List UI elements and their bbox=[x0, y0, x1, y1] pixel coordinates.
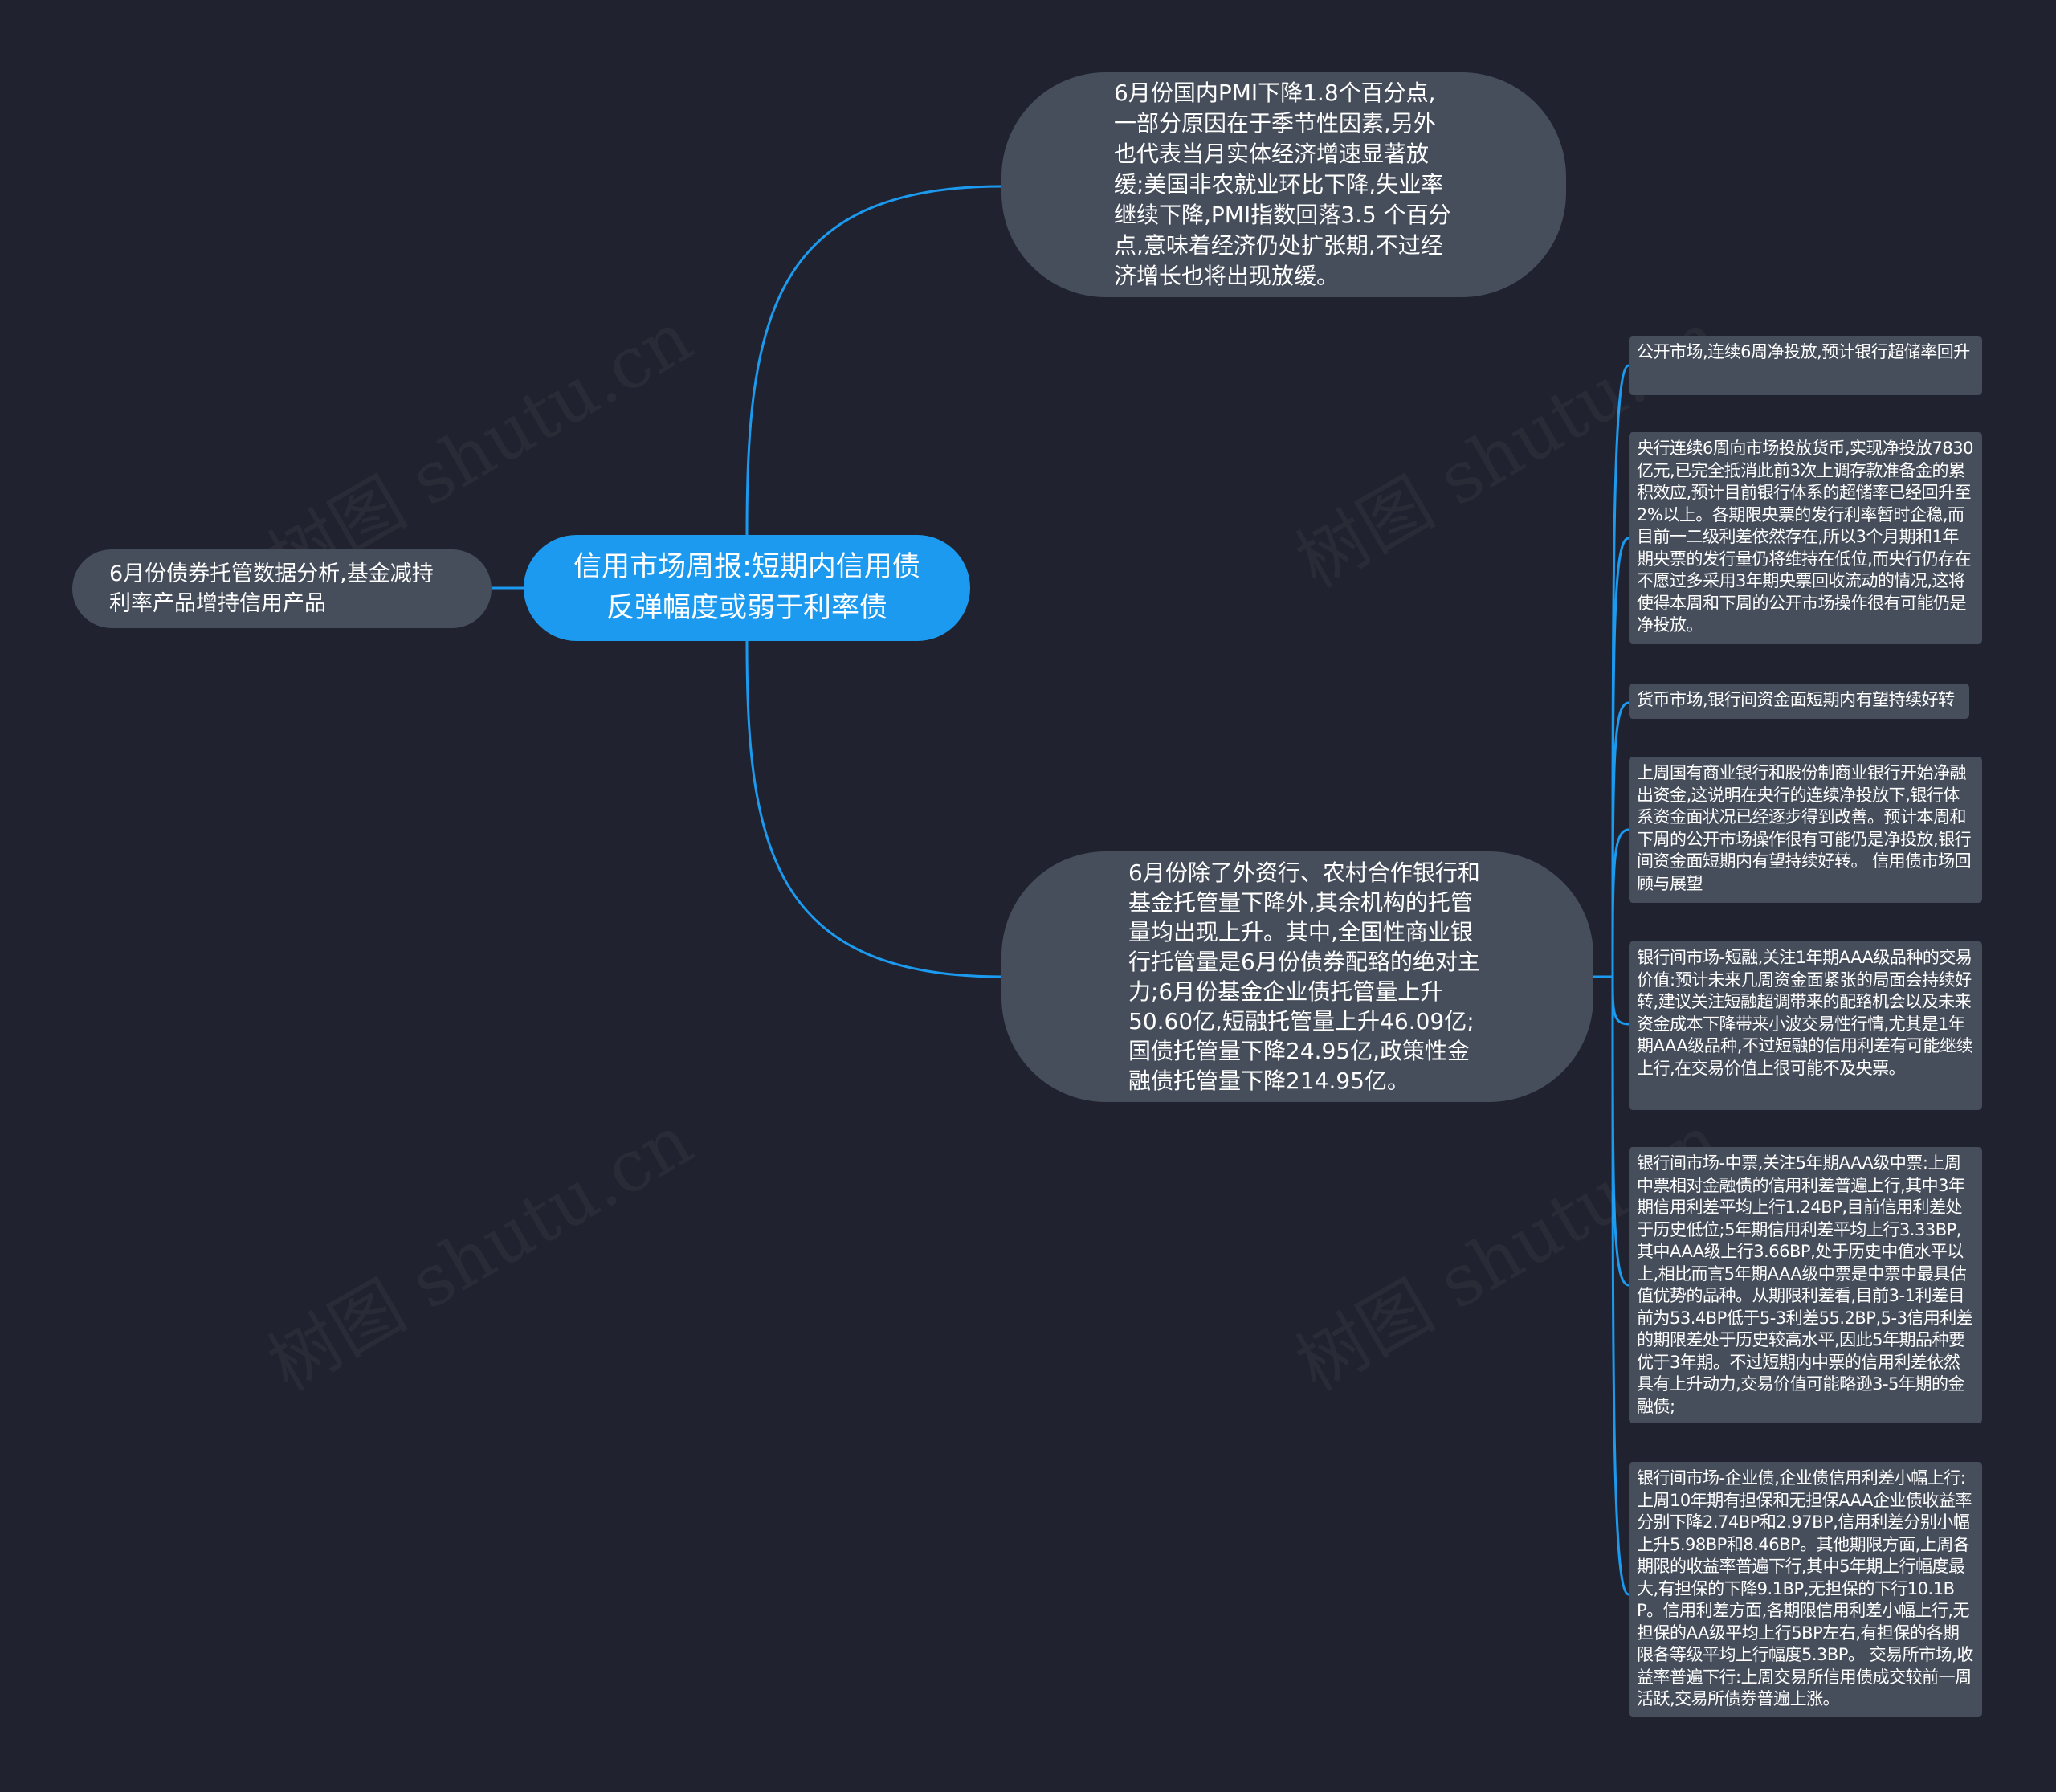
link-root-top bbox=[745, 185, 1002, 536]
leaf-label: 银行间市场-企业债,企业债信用利差小幅上行:上周10年期有担保和无担保AAA企业… bbox=[1637, 1468, 1973, 1708]
leaf-label: 银行间市场-短融,关注1年期AAA级品种的交易价值:预计未来几周资金面紧张的局面… bbox=[1637, 948, 1972, 1078]
link-leaf-7 bbox=[1611, 976, 1630, 1596]
branch-label: 6月份债券托管数据分析,基金减持利率产品增持信用产品 bbox=[109, 561, 434, 616]
branch-custody-detail[interactable]: 6月份除了外资行、农村合作银行和基金托管量下降外,其余机构的托管量均出现上升。其… bbox=[1001, 851, 1593, 1102]
leaf-label: 公开市场,连续6周净投放,预计银行超储率回升 bbox=[1637, 342, 1970, 361]
branch-label: 6月份除了外资行、农村合作银行和基金托管量下降外,其余机构的托管量均出现上升。其… bbox=[1128, 859, 1480, 1094]
leaf-label: 央行连续6周向市场投放货币,实现净投放7830 亿元,已完全抵消此前3次上调存款… bbox=[1637, 439, 1973, 635]
root-topic-label: 信用市场周报:短期内信用债反弹幅度或弱于利率债 bbox=[573, 551, 920, 624]
link-root-bottom bbox=[745, 640, 1002, 978]
leaf-node[interactable]: 银行间市场-企业债,企业债信用利差小幅上行:上周10年期有担保和无担保AAA企业… bbox=[1629, 1462, 1982, 1717]
link-leaf-5 bbox=[1611, 976, 1630, 1026]
leaf-node[interactable]: 央行连续6周向市场投放货币,实现净投放7830 亿元,已完全抵消此前3次上调存款… bbox=[1629, 432, 1982, 644]
leaf-node[interactable]: 公开市场,连续6周净投放,预计银行超储率回升 bbox=[1629, 336, 1982, 395]
leaf-node[interactable]: 上周国有商业银行和股份制商业银行开始净融出资金,这说明在央行的连续净投放下,银行… bbox=[1629, 757, 1982, 903]
leaf-label: 货币市场,银行间资金面短期内有望持续好转 bbox=[1637, 690, 1955, 709]
leaf-node[interactable]: 货币市场,银行间资金面短期内有望持续好转 bbox=[1629, 684, 1969, 719]
link-leaf-3 bbox=[1611, 701, 1630, 978]
branch-label: 6月份国内PMI下降1.8个百分点,一部分原因在于季节性因素,另外也代表当月实体… bbox=[1114, 80, 1451, 289]
leaf-label: 银行间市场-中票,关注5年期AAA级中票:上周中票相对金融债的信用利差普遍上行,… bbox=[1637, 1153, 1973, 1416]
leaf-node[interactable]: 银行间市场-短融,关注1年期AAA级品种的交易价值:预计未来几周资金面紧张的局面… bbox=[1629, 941, 1982, 1110]
leaf-label: 上周国有商业银行和股份制商业银行开始净融出资金,这说明在央行的连续净投放下,银行… bbox=[1637, 763, 1972, 893]
root-topic[interactable]: 信用市场周报:短期内信用债反弹幅度或弱于利率债 bbox=[524, 535, 970, 641]
leaf-node[interactable]: 银行间市场-中票,关注5年期AAA级中票:上周中票相对金融债的信用利差普遍上行,… bbox=[1629, 1147, 1982, 1423]
branch-pmi[interactable]: 6月份国内PMI下降1.8个百分点,一部分原因在于季节性因素,另外也代表当月实体… bbox=[1001, 72, 1566, 297]
branch-custody-analysis[interactable]: 6月份债券托管数据分析,基金减持利率产品增持信用产品 bbox=[72, 549, 492, 628]
link-leaf-4 bbox=[1611, 828, 1630, 978]
